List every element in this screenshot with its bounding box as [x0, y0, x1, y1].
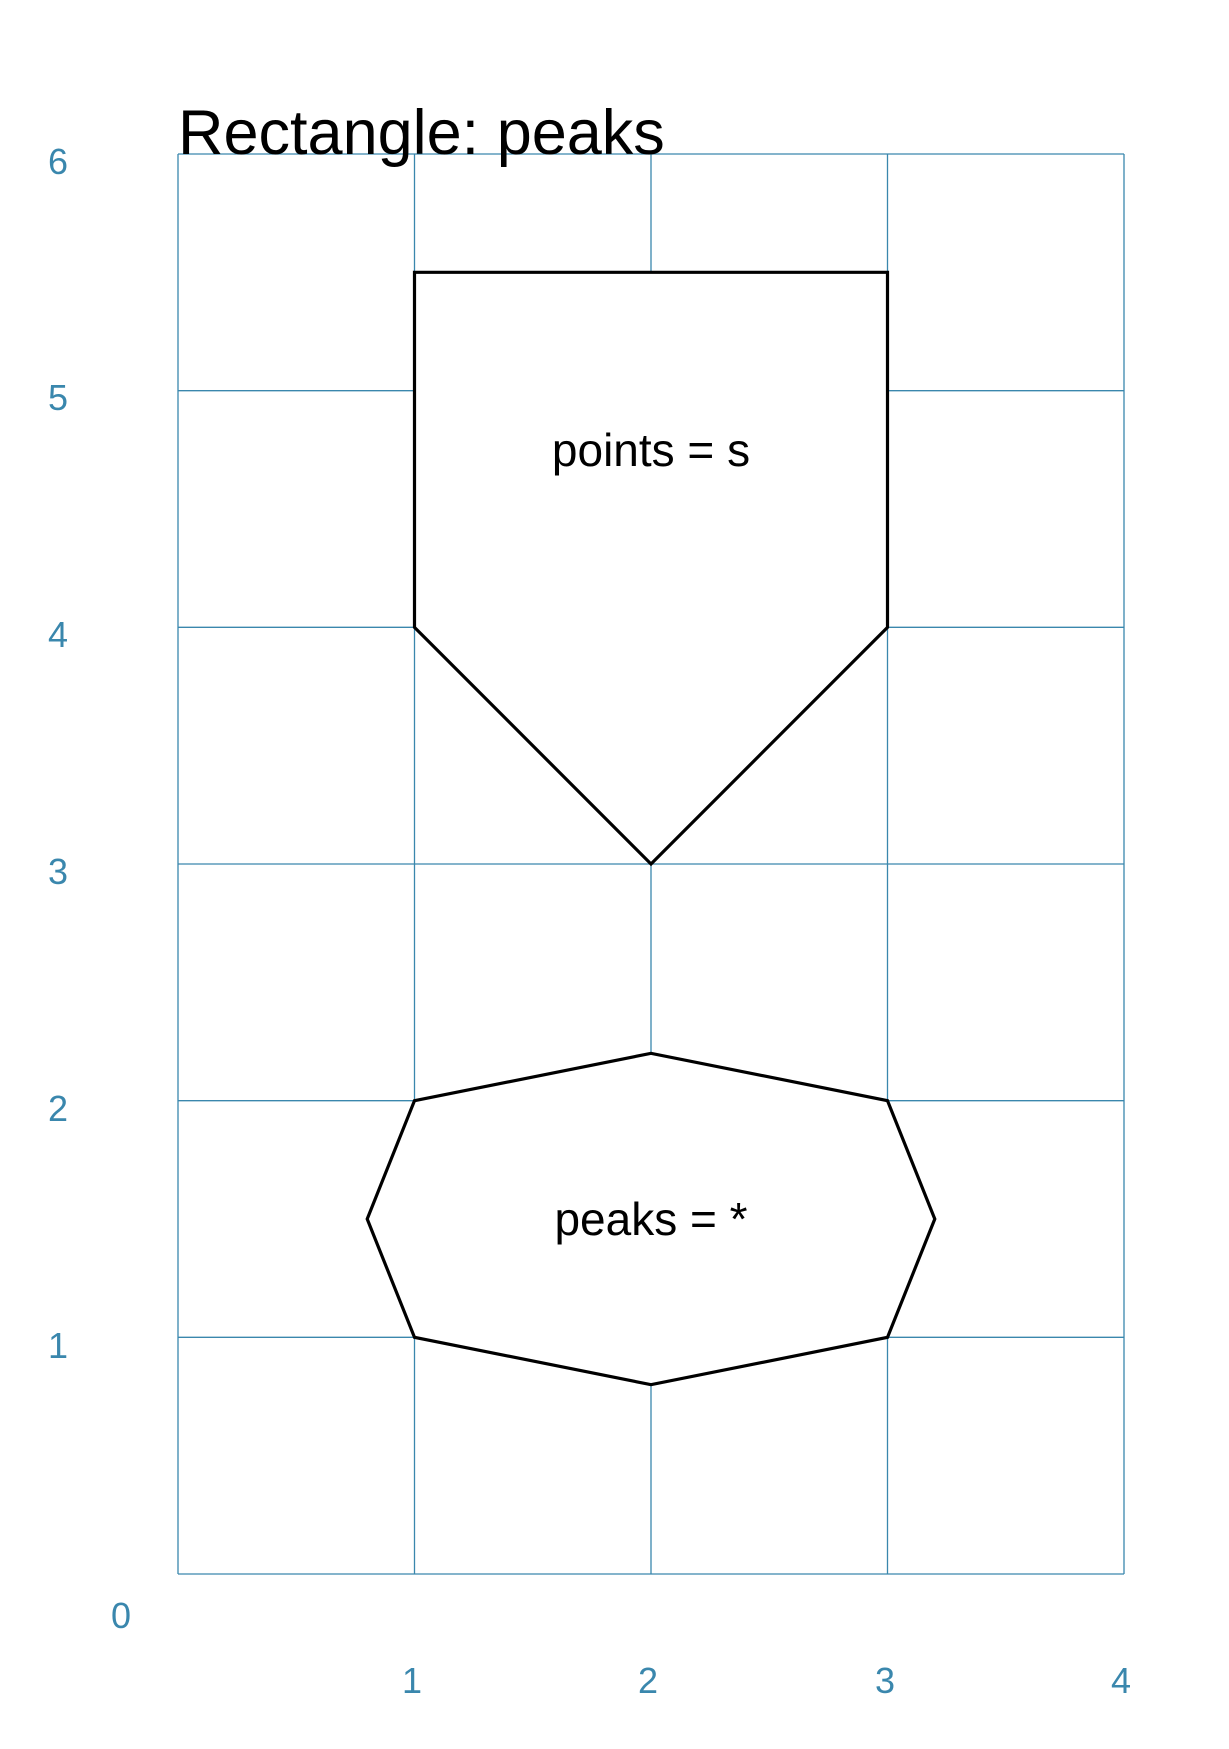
y-tick-label: 4 [48, 614, 68, 655]
points-shape-label: points = s [552, 424, 750, 476]
x-tick-label: 4 [1111, 1660, 1131, 1701]
x-tick-label: 3 [875, 1660, 895, 1701]
x-tick-label: 2 [638, 1660, 658, 1701]
y-tick-label: 5 [48, 377, 68, 418]
points-shape [412, 270, 890, 867]
peaks-shape [365, 1051, 937, 1387]
y-tick-label: 2 [48, 1088, 68, 1129]
labels: points = s peaks = * [552, 424, 750, 1245]
y-tick-label: 6 [48, 141, 68, 182]
shapes [365, 270, 937, 1387]
y-tick-label: 0 [111, 1595, 131, 1636]
diagram-title: Rectangle: peaks [178, 98, 665, 168]
x-tick-label: 1 [402, 1660, 422, 1701]
peaks-shape-label: peaks = * [554, 1193, 747, 1245]
y-tick-label: 3 [48, 851, 68, 892]
y-tick-label: 1 [48, 1325, 68, 1366]
